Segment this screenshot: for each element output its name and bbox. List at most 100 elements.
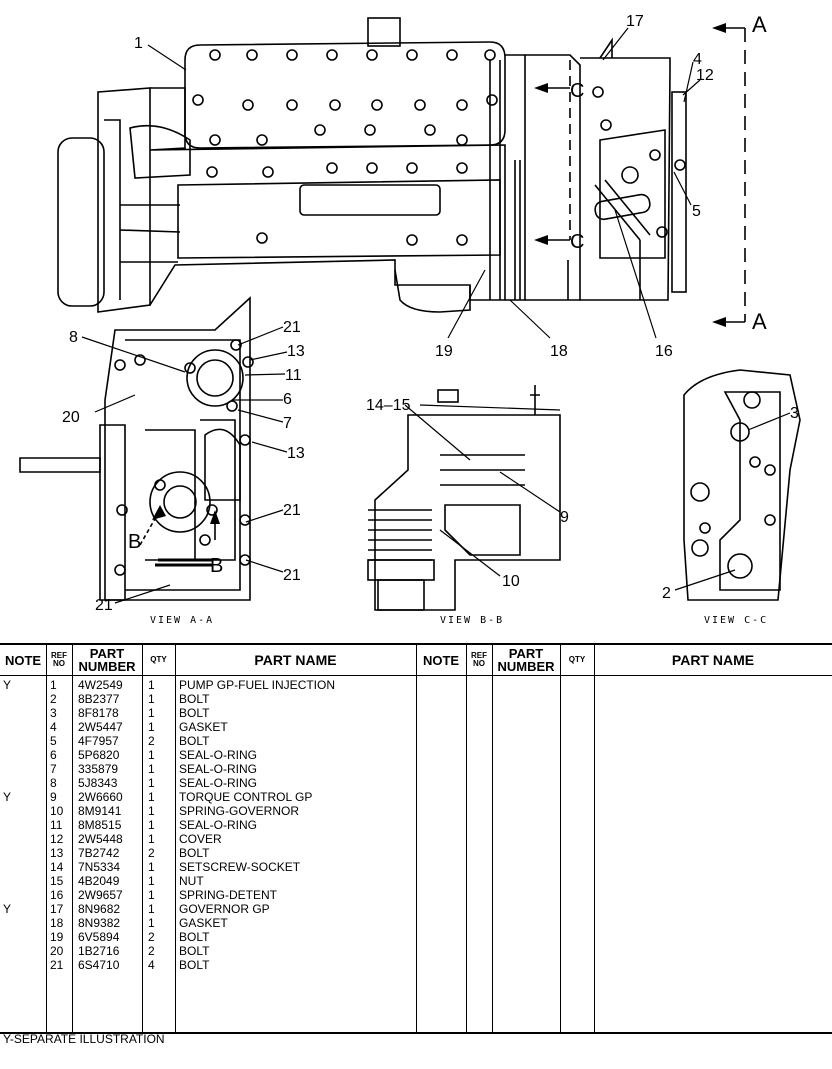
cell-qty: 1 bbox=[148, 916, 155, 930]
callout-5: 5 bbox=[692, 203, 701, 220]
cell-qty: 1 bbox=[148, 692, 155, 706]
cell-part: 2W5447 bbox=[78, 720, 123, 734]
cell-qty: 1 bbox=[148, 776, 155, 790]
cell-name: BOLT bbox=[179, 930, 210, 944]
cell-name: SPRING-GOVERNOR bbox=[179, 804, 300, 818]
callout-6: 6 bbox=[283, 391, 292, 408]
cell-part: 5P6820 bbox=[78, 748, 120, 762]
cell-name: GOVERNOR GP bbox=[179, 902, 270, 916]
callout-21: 21 bbox=[283, 502, 301, 519]
cell-note: Y bbox=[3, 790, 12, 804]
view-b-b-drawing bbox=[367, 385, 561, 611]
header-part-name: PART NAME bbox=[594, 645, 832, 676]
cell-qty: 1 bbox=[148, 832, 155, 846]
cell-name: SPRING-DETENT bbox=[179, 888, 278, 902]
table-row: 15 4B2049 1 NUT bbox=[0, 874, 416, 888]
view-b-b-leaders bbox=[404, 404, 561, 577]
cell-qty: 2 bbox=[148, 734, 155, 748]
cell-name: GASKET bbox=[179, 720, 228, 734]
table-row: 18 8N9382 1 GASKET bbox=[0, 916, 416, 930]
cell-note: Y bbox=[3, 678, 12, 692]
callout-17: 17 bbox=[626, 13, 644, 30]
view-c-c-leaders bbox=[674, 412, 791, 591]
cell-ref: 19 bbox=[50, 930, 64, 944]
cell-part: 2W6660 bbox=[78, 790, 123, 804]
section-indicators bbox=[545, 27, 746, 323]
cell-name: TORQUE CONTROL GP bbox=[179, 790, 313, 804]
cell-ref: 11 bbox=[50, 818, 63, 832]
cell-name: NUT bbox=[179, 874, 204, 888]
cell-name: COVER bbox=[179, 832, 222, 846]
cell-qty: 1 bbox=[148, 762, 155, 776]
cell-name: PUMP GP-FUEL INJECTION bbox=[179, 678, 336, 692]
callout-1: 1 bbox=[134, 35, 143, 52]
cell-ref: 13 bbox=[50, 846, 64, 860]
cell-name: GASKET bbox=[179, 916, 228, 930]
cell-ref: 15 bbox=[50, 874, 64, 888]
cell-ref: 1 bbox=[50, 678, 57, 692]
callout-16: 16 bbox=[655, 343, 673, 360]
callout-leaders bbox=[147, 27, 701, 339]
callout-12: 12 bbox=[696, 67, 714, 84]
callout-20: 20 bbox=[62, 409, 80, 426]
callout-21: 21 bbox=[283, 319, 301, 336]
cell-name: BOLT bbox=[179, 846, 210, 860]
cell-ref: 20 bbox=[50, 944, 64, 958]
cell-part: 6S4710 bbox=[78, 958, 120, 972]
cell-part: 8F8178 bbox=[78, 706, 119, 720]
cell-part: 4W2549 bbox=[78, 678, 123, 692]
cell-part: 8N9382 bbox=[78, 916, 121, 930]
cell-part: 4B2049 bbox=[78, 874, 120, 888]
cell-ref: 5 bbox=[50, 734, 57, 748]
cell-part: 8B2377 bbox=[78, 692, 120, 706]
fuel-injection-pump-drawing bbox=[57, 17, 687, 313]
cell-qty: 1 bbox=[148, 748, 155, 762]
cell-ref: 21 bbox=[50, 958, 64, 972]
callout-7: 7 bbox=[283, 415, 292, 432]
callout-19: 19 bbox=[435, 343, 453, 360]
cell-part: 2W5448 bbox=[78, 832, 123, 846]
cell-ref: 18 bbox=[50, 916, 64, 930]
callout-13: 13 bbox=[287, 343, 305, 360]
view-b-b-label: VIEW B-B bbox=[440, 615, 504, 626]
view-a-a-label: VIEW A-A bbox=[150, 615, 214, 626]
callout-4: 4 bbox=[693, 51, 702, 68]
cell-qty: 1 bbox=[148, 804, 155, 818]
cell-qty: 1 bbox=[148, 874, 155, 888]
cell-ref: 9 bbox=[50, 790, 57, 804]
cell-name: BOLT bbox=[179, 692, 210, 706]
cell-name: BOLT bbox=[179, 944, 210, 958]
view-c-c-drawing bbox=[683, 369, 801, 601]
cell-ref: 6 bbox=[50, 748, 57, 762]
view-a-a-leaders bbox=[81, 326, 288, 604]
cell-qty: 1 bbox=[148, 818, 155, 832]
view-a-a-arrowheads bbox=[152, 505, 220, 524]
exploded-parts-illustration: 1 17 4 12 5 16 18 19 8 21 13 11 20 6 7 1… bbox=[19, 12, 801, 626]
header-qty: QTY bbox=[142, 645, 175, 676]
callout-2: 2 bbox=[662, 585, 671, 602]
header-note: NOTE bbox=[416, 645, 466, 676]
cell-name: SETSCREW-SOCKET bbox=[179, 860, 301, 874]
view-c-c-label: VIEW C-C bbox=[704, 615, 768, 626]
callout-21: 21 bbox=[283, 567, 301, 584]
cell-part: 8M8515 bbox=[78, 818, 122, 832]
cell-qty: 1 bbox=[148, 720, 155, 734]
